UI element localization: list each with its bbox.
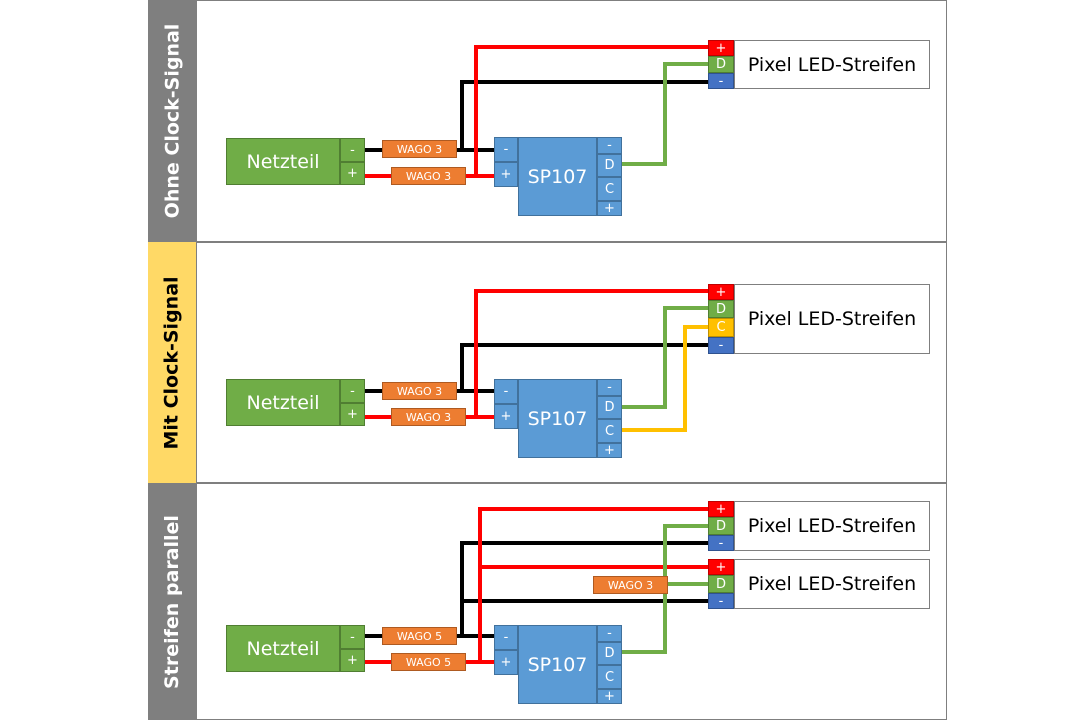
sp107-plus-terminal: +	[494, 404, 518, 429]
panel-label-mit-clock: Mit Clock-Signal	[148, 242, 196, 483]
sp107-box: SP107	[518, 379, 597, 458]
led-clock-pin: C	[708, 318, 734, 337]
wago-connector: WAGO 3	[382, 382, 457, 400]
wago-connector: WAGO 3	[391, 408, 466, 426]
wago-connector: WAGO 5	[382, 627, 457, 645]
sp107-minus-terminal: -	[494, 625, 518, 650]
wire-yellow	[622, 325, 708, 432]
led-data-pin: D	[708, 517, 734, 535]
led-plus-pin: +	[708, 40, 734, 56]
sp107-plus-terminal: +	[494, 162, 518, 187]
led-plus-pin: +	[708, 284, 734, 300]
sp107-out-plus-terminal: +	[597, 201, 622, 216]
netzteil-box: Netzteil	[226, 138, 340, 185]
sp107-out-plus-terminal: +	[597, 689, 622, 704]
sp107-minus-terminal: -	[494, 137, 518, 162]
panel-label-streifen-parallel: Streifen parallel	[148, 483, 196, 720]
wire-green	[622, 306, 708, 409]
sp107-data-terminal: D	[597, 642, 622, 665]
sp107-clock-terminal: C	[597, 419, 622, 443]
led-data-pin: D	[708, 300, 734, 318]
sp107-box: SP107	[518, 137, 597, 216]
led-minus-pin: -	[708, 535, 734, 551]
wago-connector: WAGO 3	[391, 167, 466, 185]
sp107-box: SP107	[518, 625, 597, 704]
led-strip-box: Pixel LED-Streifen	[734, 284, 930, 354]
netzteil-minus-terminal: -	[340, 625, 365, 649]
led-strip-box: Pixel LED-Streifen	[734, 501, 930, 551]
wago-connector: WAGO 3	[593, 576, 668, 594]
sp107-minus-terminal: -	[494, 379, 518, 404]
netzteil-box: Netzteil	[226, 379, 340, 426]
led-plus-pin: +	[708, 559, 734, 575]
led-data-pin: D	[708, 575, 734, 593]
led-minus-pin: -	[708, 337, 734, 354]
sp107-out-plus-terminal: +	[597, 443, 622, 458]
netzteil-minus-terminal: -	[340, 379, 365, 403]
netzteil-plus-terminal: +	[340, 162, 365, 185]
sp107-out-minus-terminal: -	[597, 137, 622, 154]
sp107-clock-terminal: C	[597, 177, 622, 201]
led-minus-pin: -	[708, 593, 734, 609]
sp107-data-terminal: D	[597, 396, 622, 419]
sp107-clock-terminal: C	[597, 665, 622, 689]
led-data-pin: D	[708, 56, 734, 73]
led-plus-pin: +	[708, 501, 734, 517]
wago-connector: WAGO 5	[391, 653, 466, 671]
sp107-out-minus-terminal: -	[597, 379, 622, 396]
sp107-plus-terminal: +	[494, 650, 518, 675]
netzteil-plus-terminal: +	[340, 403, 365, 426]
netzteil-plus-terminal: +	[340, 649, 365, 672]
led-minus-pin: -	[708, 73, 734, 89]
panel-label-ohne-clock: Ohne Clock-Signal	[148, 0, 196, 242]
netzteil-minus-terminal: -	[340, 138, 365, 162]
led-strip-box: Pixel LED-Streifen	[734, 40, 930, 89]
led-strip-box: Pixel LED-Streifen	[734, 559, 930, 609]
sp107-out-minus-terminal: -	[597, 625, 622, 642]
wago-connector: WAGO 3	[382, 140, 457, 158]
netzteil-box: Netzteil	[226, 625, 340, 672]
sp107-data-terminal: D	[597, 154, 622, 177]
wire-green	[622, 62, 708, 166]
